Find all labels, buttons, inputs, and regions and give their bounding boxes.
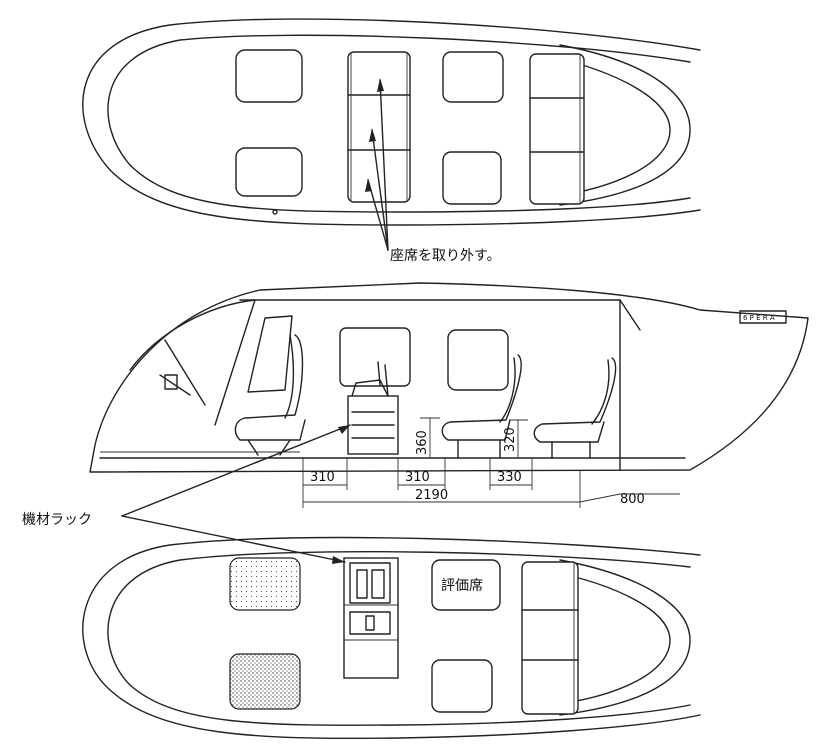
side-view: 6 P E R A 360 320 310 310 [89,282,809,508]
bottom-seat-evaluation [431,559,501,611]
side-window-front [247,315,293,393]
dim-2190: 2190 [302,470,581,508]
side-cockpit-instrument [164,374,178,390]
side-roof-line [239,299,641,331]
bottom-seat-left-front [229,557,301,611]
dim-h2: 320 [503,427,518,452]
dim-d3: 330 [497,470,522,485]
bottom-plan-view: 評価席 [82,536,701,740]
dim-total: 2190 [415,488,448,503]
dim-330: 330 [489,458,533,490]
bottom-seat-left-rear [229,653,301,710]
top-fuselage-outer [82,18,701,226]
side-window-middle [339,327,411,387]
side-windshield [129,299,256,426]
side-fuselage-outline [89,282,809,473]
remove-seats-label: 座席を取り外す。 [390,248,501,264]
side-equipment-rack [347,361,399,455]
side-window-rear [447,329,509,391]
top-seat-left-front [235,49,303,103]
tail-marking: 6 P E R A [743,314,775,322]
top-seat-left-rear [235,147,303,197]
dim-d2: 310 [405,470,430,485]
top-seat-mid-front [442,51,504,103]
evaluation-seat-label: 評価席 [441,578,483,594]
top-marker-dot [272,209,278,215]
bottom-fuselage-inner [107,550,691,726]
bottom-nose-inner [544,569,671,707]
bottom-fuselage-outer [82,536,701,740]
bottom-seat-mid-rear [431,659,493,713]
dim-height-360: 360 [415,417,440,458]
dim-height-320: 320 [503,419,528,458]
side-seat-rear [533,357,617,459]
side-windshield-frame [164,339,206,406]
dim-d1: 310 [310,470,335,485]
bottom-nose-outline [559,559,691,716]
dim-h1: 360 [415,430,430,455]
equipment-rack-callout [121,424,351,564]
dim-310-front: 310 [302,458,348,490]
top-fuselage-inner [107,34,691,213]
top-nose-inner [544,54,671,199]
dim-extra: 800 [620,492,645,507]
bottom-equipment-rack [343,557,399,679]
equipment-rack-label: 機材ラック [22,512,92,528]
top-nose-outline [559,44,691,206]
dim-310-mid: 310 [397,458,446,490]
tail-marking-box [739,310,787,324]
top-bench-removed [347,51,411,203]
remove-seat-arrows [365,78,389,251]
top-seat-mid-rear [442,151,502,205]
side-seat-pilot [234,334,306,456]
bottom-bench-right [521,561,579,715]
top-bench-right [529,53,585,205]
side-seat-evaluation [441,354,522,459]
dim-800: 800 [579,492,680,507]
top-plan-view: 座席を取り外す。 [82,18,701,264]
